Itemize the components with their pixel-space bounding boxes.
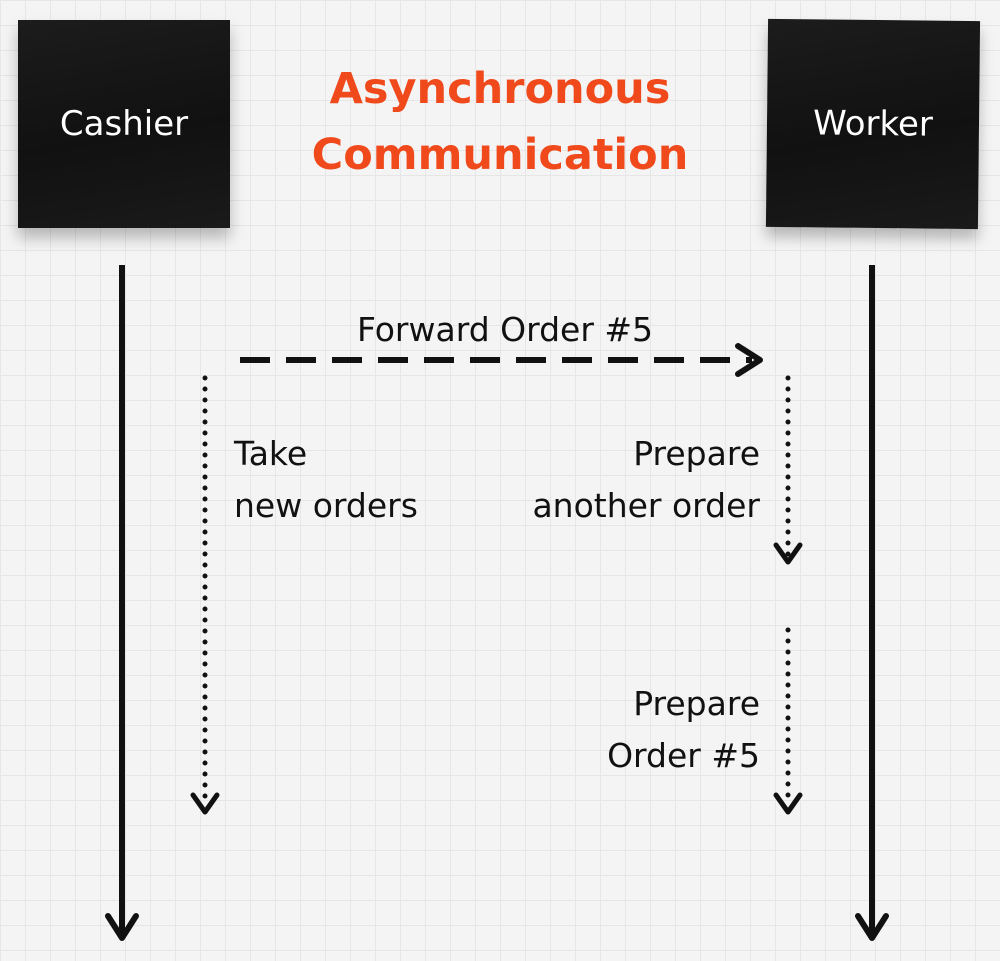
forward-order-message-arrow	[240, 343, 763, 377]
cashier-activity-label: Take new orders	[234, 428, 418, 532]
cashier-activity-arrow	[190, 375, 220, 815]
cashier-activity-line-2: new orders	[234, 486, 418, 525]
cashier-lifeline	[105, 265, 139, 941]
worker-lifeline-arrowhead	[855, 913, 889, 941]
worker-activity-1-label: Prepare another order	[532, 428, 760, 532]
worker-activity-1-line-2: another order	[532, 486, 760, 525]
diagram-title: Asynchronous Communication	[250, 56, 750, 188]
worker-activity-arrow-2	[773, 627, 803, 815]
title-line-2: Communication	[311, 130, 689, 180]
worker-lifeline	[855, 265, 889, 941]
cashier-label: Cashier	[59, 104, 189, 144]
worker-activity-arrow-1	[773, 375, 803, 565]
cashier-lifeline-arrowhead	[105, 913, 139, 941]
worker-activity-2-line-1: Prepare	[633, 684, 760, 723]
cashier-lifeline-head: Cashier	[18, 20, 230, 228]
worker-activity-1-line-1: Prepare	[633, 434, 760, 473]
title-line-1: Asynchronous	[329, 64, 671, 114]
worker-activity-2-label: Prepare Order #5	[607, 678, 760, 782]
forward-order-label: Forward Order #5	[356, 310, 654, 349]
cashier-activity-line-1: Take	[234, 434, 308, 473]
worker-activity-2-line-2: Order #5	[607, 736, 760, 775]
